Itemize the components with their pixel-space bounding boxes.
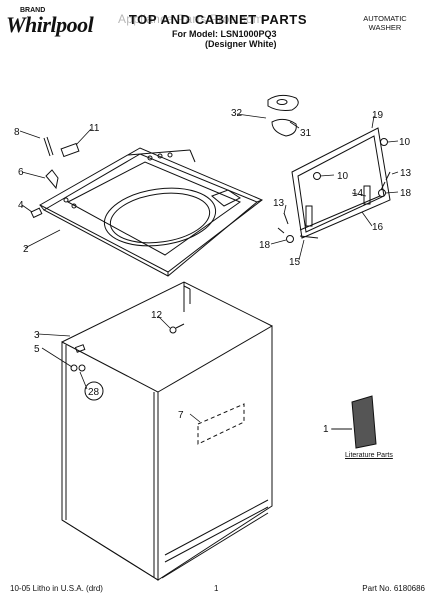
washer-top-panel: [38, 147, 263, 277]
brand-tagline: BRAND: [20, 7, 46, 14]
color-line: (Designer White): [205, 39, 277, 49]
callout-8: 8: [14, 127, 20, 138]
callout-15: 15: [289, 257, 301, 268]
literature-parts-label: Literature Parts: [345, 452, 393, 459]
lid-hardware: [277, 138, 391, 243]
callout-13-right: 13: [400, 168, 412, 179]
callout-18-left: 18: [259, 240, 271, 251]
footer-page-number: 1: [214, 584, 219, 593]
product-type: AUTOMATIC WASHER: [350, 14, 420, 32]
footer-litho: 10-05 Litho in U.S.A. (drd): [10, 584, 103, 593]
lid-switch-parts: [30, 136, 80, 219]
callout-28: 28: [88, 387, 100, 398]
watermark: Appliance Parts Pros.com: [118, 12, 264, 26]
callout-7: 7: [178, 410, 184, 421]
callout-31: 31: [300, 128, 312, 139]
callout-5: 5: [34, 344, 40, 355]
washer-lid: [291, 127, 391, 239]
washer-cabinet: [61, 281, 273, 581]
page-title: TOP AND CABINET PARTS: [128, 12, 308, 27]
callout-12: 12: [151, 310, 163, 321]
callout-11: 11: [89, 123, 100, 134]
callout-32: 32: [231, 108, 243, 119]
leader-lines: [19, 113, 399, 430]
bleach-dispenser-parts: [267, 94, 299, 137]
callout-10-lid: 10: [337, 171, 349, 182]
callout-28-circle: [84, 381, 104, 401]
callout-10-right: 10: [399, 137, 411, 148]
callout-1: 1: [323, 424, 329, 435]
product-type-line1: AUTOMATIC: [363, 14, 407, 23]
callout-3: 3: [34, 330, 40, 341]
model-line: For Model: LSN1000PQ3: [172, 29, 277, 39]
callout-2: 2: [23, 244, 29, 255]
product-type-line2: WASHER: [368, 23, 402, 32]
callout-14: 14: [352, 188, 364, 199]
callout-19: 19: [372, 110, 384, 121]
whirlpool-logo: Whirlpool: [6, 12, 94, 37]
callout-16: 16: [372, 222, 384, 233]
callout-13-left: 13: [273, 198, 285, 209]
callout-6: 6: [18, 167, 24, 178]
literature-packet: [332, 395, 377, 449]
callout-18-right: 18: [400, 188, 412, 199]
callout-4: 4: [18, 200, 24, 211]
footer-part-number: Part No. 6180686: [362, 584, 425, 593]
